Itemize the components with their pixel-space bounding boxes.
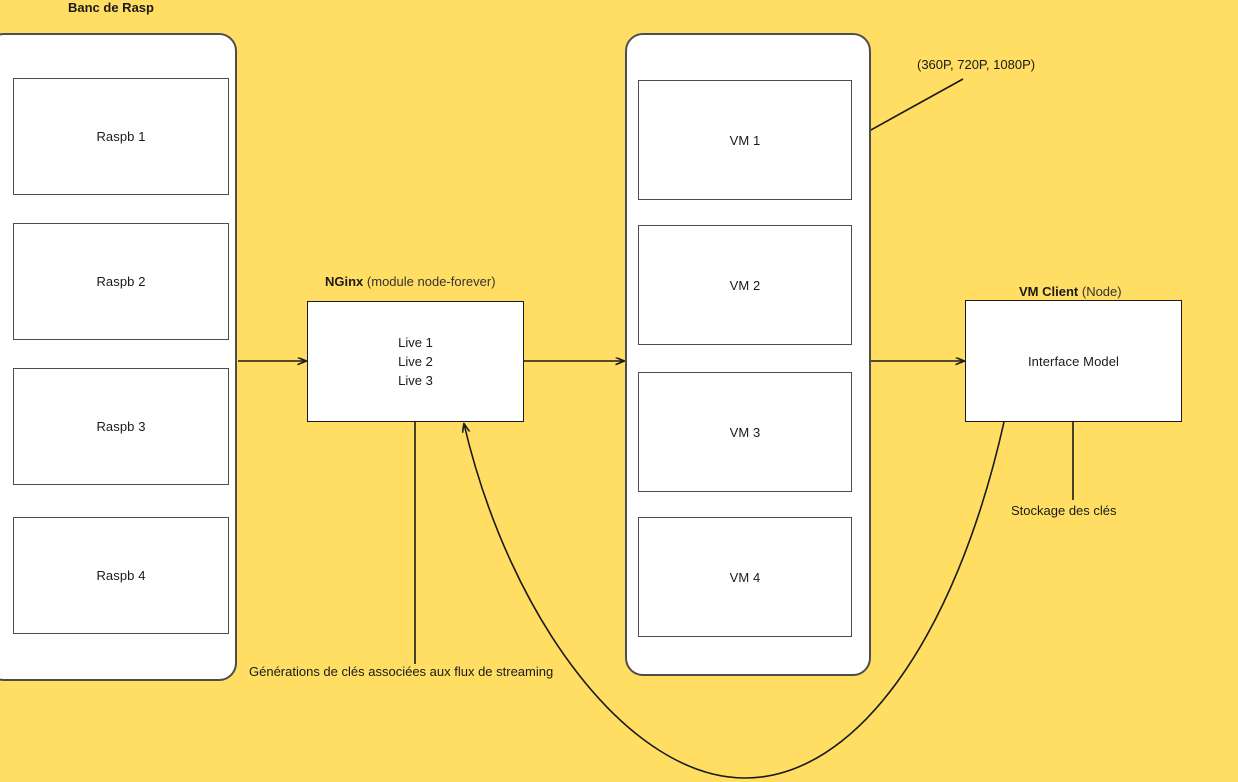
nginx-stream-list: Live 1 Live 2 Live 3 [398,333,433,390]
nginx-stream-2: Live 2 [398,354,433,369]
vm-node-4-label: VM 4 [729,569,761,585]
rasp-node-4-label: Raspb 4 [96,568,146,583]
vm-node-4[interactable]: VM 4 [638,517,852,637]
rasp-group-title: Banc de Rasp [68,0,154,15]
key-storage-annotation: Stockage des clés [1011,503,1117,518]
vm-node-2-label: VM 2 [729,277,761,293]
vm-client-caption-strong: VM Client [1019,284,1079,299]
rasp-node-1[interactable]: Raspb 1 [13,78,229,195]
nginx-box[interactable]: Live 1 Live 2 Live 3 [307,301,524,422]
key-generation-annotation: Générations de clés associées aux flux d… [249,664,554,679]
vm-client-caption: VM Client (Node) [1019,284,1122,299]
rasp-node-4[interactable]: Raspb 4 [13,517,229,634]
resolutions-annotation: (360P, 720P, 1080P) [917,57,1036,72]
nginx-caption-strong: NGinx [325,274,364,289]
vm-node-2[interactable]: VM 2 [638,225,852,345]
nginx-stream-1: Live 1 [398,335,433,350]
rasp-node-3[interactable]: Raspb 3 [13,368,229,485]
interface-model-label: Interface Model [1027,353,1120,369]
rasp-node-2-label: Raspb 2 [96,274,146,289]
nginx-caption-light: (module node-forever) [366,274,496,289]
vm-node-1[interactable]: VM 1 [638,80,852,200]
rasp-node-2[interactable]: Raspb 2 [13,223,229,340]
vm-node-3-label: VM 3 [729,424,761,440]
nginx-stream-3: Live 3 [398,373,433,388]
vm-node-1-label: VM 1 [729,132,761,148]
interface-model-box[interactable]: Interface Model [965,300,1182,422]
vm-node-3[interactable]: VM 3 [638,372,852,492]
rasp-node-3-label: Raspb 3 [96,419,146,434]
rasp-group-title-text: Banc de Rasp [68,0,154,15]
rasp-node-1-label: Raspb 1 [96,129,146,144]
vm-client-caption-light: (Node) [1081,284,1122,299]
nginx-caption: NGinx (module node-forever) [325,274,496,289]
